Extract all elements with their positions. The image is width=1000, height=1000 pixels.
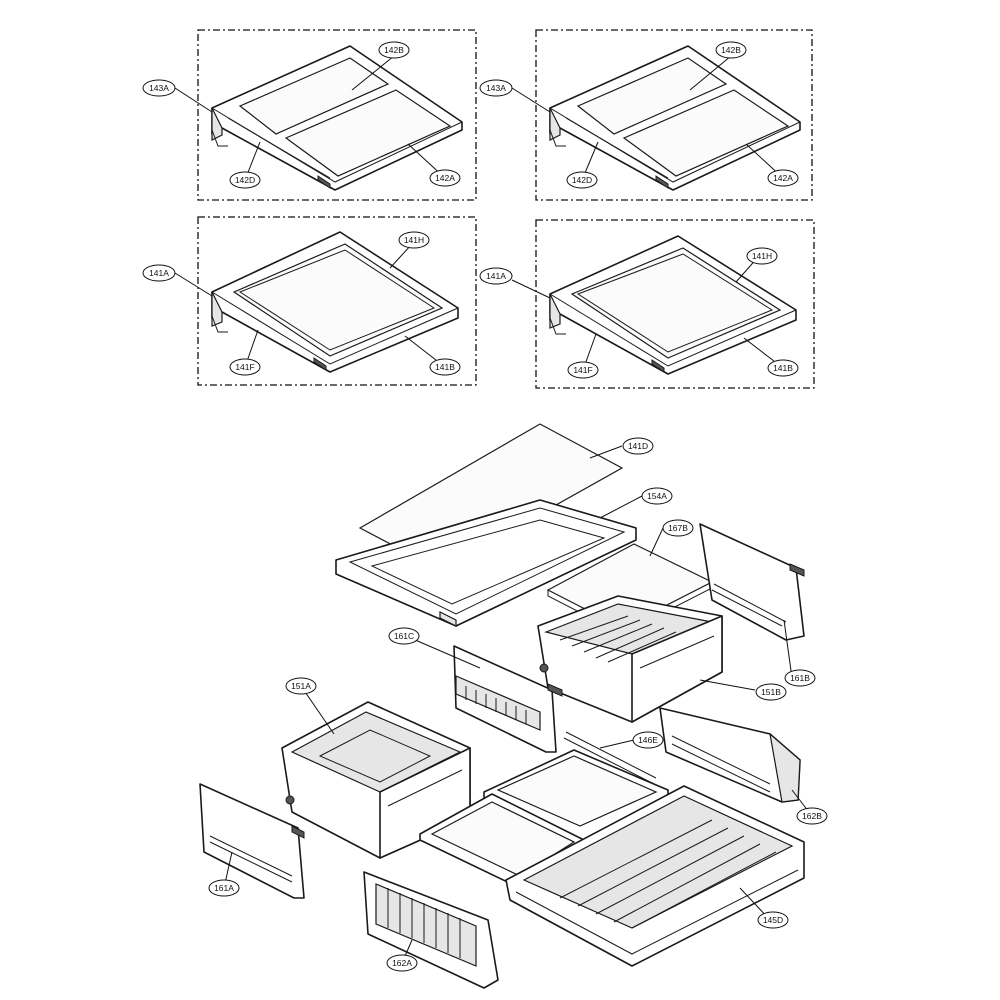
svg-text:141H: 141H: [752, 251, 772, 261]
callout-142b-right: 142B: [715, 41, 747, 59]
shelf-141a-left: [211, 231, 459, 373]
svg-text:161A: 161A: [214, 883, 234, 893]
callout-141f-left: 141F: [229, 358, 261, 376]
cover-frame-154a: [335, 499, 637, 627]
crisper-base-145d: [505, 785, 805, 967]
svg-text:142B: 142B: [721, 45, 741, 55]
svg-text:154A: 154A: [647, 491, 667, 501]
callout-161b: 161B: [784, 669, 816, 687]
callout-146e: 146E: [632, 731, 664, 749]
svg-text:141F: 141F: [235, 362, 254, 372]
svg-text:141A: 141A: [486, 271, 506, 281]
callout-142a-left: 142A: [429, 169, 461, 187]
svg-text:141A: 141A: [149, 268, 169, 278]
shelf-141a-right: [549, 235, 797, 375]
svg-text:141F: 141F: [573, 365, 592, 375]
callout-141h-left: 141H: [398, 231, 430, 249]
shelf-143a-left: [211, 45, 463, 191]
svg-text:161C: 161C: [394, 631, 414, 641]
callout-142a-right: 142A: [767, 169, 799, 187]
svg-text:141B: 141B: [773, 363, 793, 373]
callout-151b: 151B: [755, 683, 787, 701]
svg-text:142A: 142A: [773, 173, 793, 183]
callout-143a-left: 143A: [142, 79, 176, 97]
callout-145d: 145D: [757, 911, 789, 929]
svg-text:161B: 161B: [790, 673, 810, 683]
callout-162a: 162A: [386, 954, 418, 972]
svg-text:143A: 143A: [149, 83, 169, 93]
svg-text:141H: 141H: [404, 235, 424, 245]
callout-141b-right: 141B: [767, 359, 799, 377]
group-box-shelf-141a-right: [535, 219, 815, 389]
callout-142d-right: 142D: [566, 171, 598, 189]
callout-151a: 151A: [285, 677, 317, 695]
svg-text:151B: 151B: [761, 687, 781, 697]
svg-text:143A: 143A: [486, 83, 506, 93]
callout-141d: 141D: [622, 437, 654, 455]
svg-text:167B: 167B: [668, 523, 688, 533]
side-rail-161a: [199, 783, 305, 899]
side-rail-161b: [699, 523, 805, 641]
callout-142b-left: 142B: [378, 41, 410, 59]
callout-143a-right: 143A: [479, 79, 513, 97]
svg-text:141D: 141D: [628, 441, 648, 451]
svg-text:146E: 146E: [638, 735, 658, 745]
shelf-143a-right: [549, 45, 801, 191]
svg-text:141B: 141B: [435, 362, 455, 372]
callout-141h-right: 141H: [746, 247, 778, 265]
callout-167b: 167B: [662, 519, 694, 537]
svg-text:145D: 145D: [763, 915, 783, 925]
callout-162b: 162B: [796, 807, 828, 825]
callout-141a-left: 141A: [142, 264, 176, 282]
svg-text:142D: 142D: [572, 175, 592, 185]
rail-146e: [563, 731, 657, 785]
group-box-shelf-141a-left: [197, 216, 477, 386]
group-box-shelf-143a-right: [535, 29, 813, 201]
drawer-151b: [537, 595, 723, 723]
callout-141f-right: 141F: [567, 361, 599, 379]
callout-142d-left: 142D: [229, 171, 261, 189]
callout-161c: 161C: [388, 627, 420, 645]
svg-text:151A: 151A: [291, 681, 311, 691]
group-box-shelf-143a-left: [197, 29, 477, 201]
callout-154a: 154A: [641, 487, 673, 505]
svg-text:142A: 142A: [435, 173, 455, 183]
callout-141b-left: 141B: [429, 358, 461, 376]
callout-161a: 161A: [208, 879, 240, 897]
front-grille-162a: [363, 871, 499, 989]
svg-text:162B: 162B: [802, 811, 822, 821]
svg-text:142D: 142D: [235, 175, 255, 185]
side-bracket-162b: [659, 707, 801, 803]
svg-text:142B: 142B: [384, 45, 404, 55]
callout-141a-right: 141A: [479, 267, 513, 285]
drawer-151a: [281, 701, 471, 859]
side-rail-161c: [453, 645, 563, 753]
svg-text:162A: 162A: [392, 958, 412, 968]
